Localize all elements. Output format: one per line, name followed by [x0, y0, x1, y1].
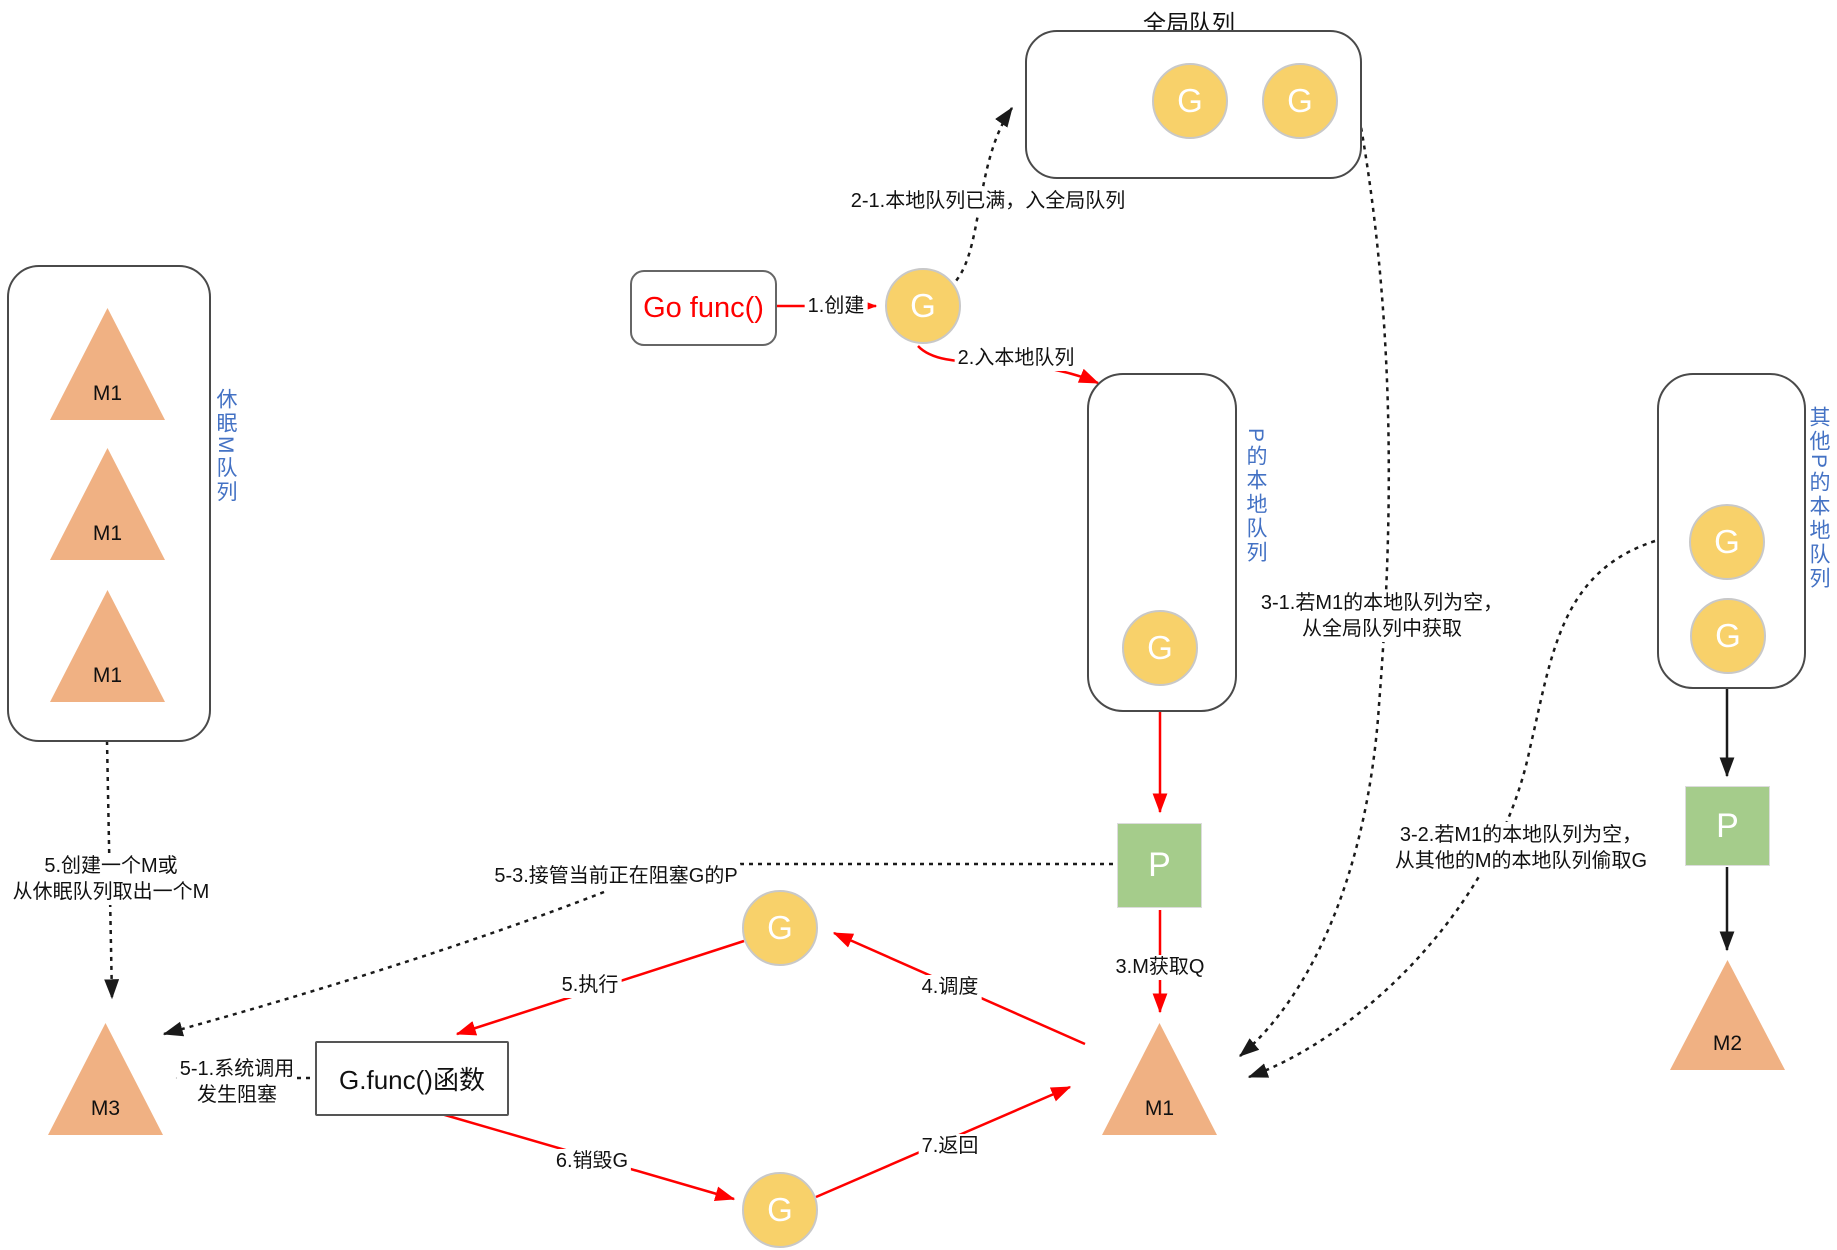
goroutine-circle: G [1690, 598, 1766, 674]
edge-label-from-global: 3-1.若M1的本地队列为空， 从全局队列中获取 [1257, 590, 1507, 642]
edge-label-syscall-line2: 发生阻塞 [197, 1084, 277, 1106]
goroutine-label: G [1715, 617, 1741, 654]
edge-label-destroy: 6.销毁G [552, 1149, 632, 1174]
g-func-box: G.func()函数 [315, 1041, 509, 1116]
goroutine-circle-destroyed: G [742, 1172, 818, 1248]
sleep-m-queue-label: 休眠M队列 [214, 388, 237, 505]
g-func-label: G.func()函数 [339, 1065, 485, 1095]
goroutine-circle-created: G [885, 268, 961, 344]
edge-label-from-global-line2: 从全局队列中获取 [1302, 618, 1462, 640]
p-label: P [1148, 846, 1171, 884]
go-func-box: Go func() [630, 270, 777, 346]
p-local-queue-label: P的本地队列 [1244, 428, 1267, 566]
edge-label-create-m-line2: 从休眠队列取出一个M [12, 881, 210, 903]
arrow-takeover-curve [162, 890, 605, 1037]
edge-label-create-m-line1: 5.创建一个M或 [44, 855, 178, 877]
go-func-label: Go func() [643, 291, 764, 324]
goroutine-circle: G [1689, 504, 1765, 580]
goroutine-label: G [910, 287, 936, 324]
edge-label-syscall: 5-1.系统调用 发生阻塞 [176, 1056, 298, 1108]
goroutine-label: G [1714, 523, 1740, 560]
goroutine-circle: G [1122, 610, 1198, 686]
p-square-other: P [1685, 786, 1770, 866]
p-label: P [1716, 806, 1739, 845]
edge-label-steal-line2: 从其他的M的本地队列偷取G [1394, 850, 1648, 872]
edge-label-full-to-global: 2-1.本地队列已满，入全局队列 [847, 189, 1129, 214]
goroutine-label: G [1177, 82, 1203, 119]
arrow-steal [1247, 539, 1656, 1079]
goroutine-label: G [767, 1191, 793, 1228]
edge-label-takeover: 5-3.接管当前正在阻塞G的P [491, 864, 741, 889]
goroutine-circle-running: G [742, 890, 818, 966]
m1-label: M1 [92, 664, 123, 687]
edge-label-execute: 5.执行 [558, 973, 622, 998]
arrow-from-global [1239, 109, 1391, 1057]
m1-label: M1 [1144, 1097, 1175, 1120]
edge-label-m-get: 3.M获取Q [1112, 955, 1208, 980]
edge-label-syscall-line1: 5-1.系统调用 [179, 1058, 295, 1080]
edge-label-return: 7.返回 [918, 1134, 982, 1159]
p-square-main: P [1117, 823, 1202, 908]
edge-label-enqueue-local: 2.入本地队列 [954, 346, 1078, 371]
goroutine-label: G [767, 909, 793, 946]
other-p-queue-label: 其他P的本地队列 [1807, 406, 1830, 592]
edge-label-create: 1.创建 [804, 294, 868, 319]
edge-label-steal-line1: 3-2.若M1的本地队列为空， [1399, 824, 1643, 846]
m1-label: M1 [92, 382, 123, 405]
goroutine-label: G [1147, 629, 1173, 666]
edge-label-create-m: 5.创建一个M或 从休眠队列取出一个M [9, 853, 213, 905]
m1-label: M1 [92, 522, 123, 545]
goroutine-label: G [1287, 82, 1313, 119]
edge-label-schedule: 4.调度 [918, 975, 982, 1000]
goroutine-circle: G [1152, 63, 1228, 139]
edge-label-from-global-line1: 3-1.若M1的本地队列为空， [1260, 592, 1504, 614]
edge-label-steal: 3-2.若M1的本地队列为空， 从其他的M的本地队列偷取G [1391, 822, 1651, 874]
goroutine-circle: G [1262, 63, 1338, 139]
m2-label: M2 [1712, 1032, 1743, 1055]
m3-label: M3 [90, 1097, 121, 1120]
